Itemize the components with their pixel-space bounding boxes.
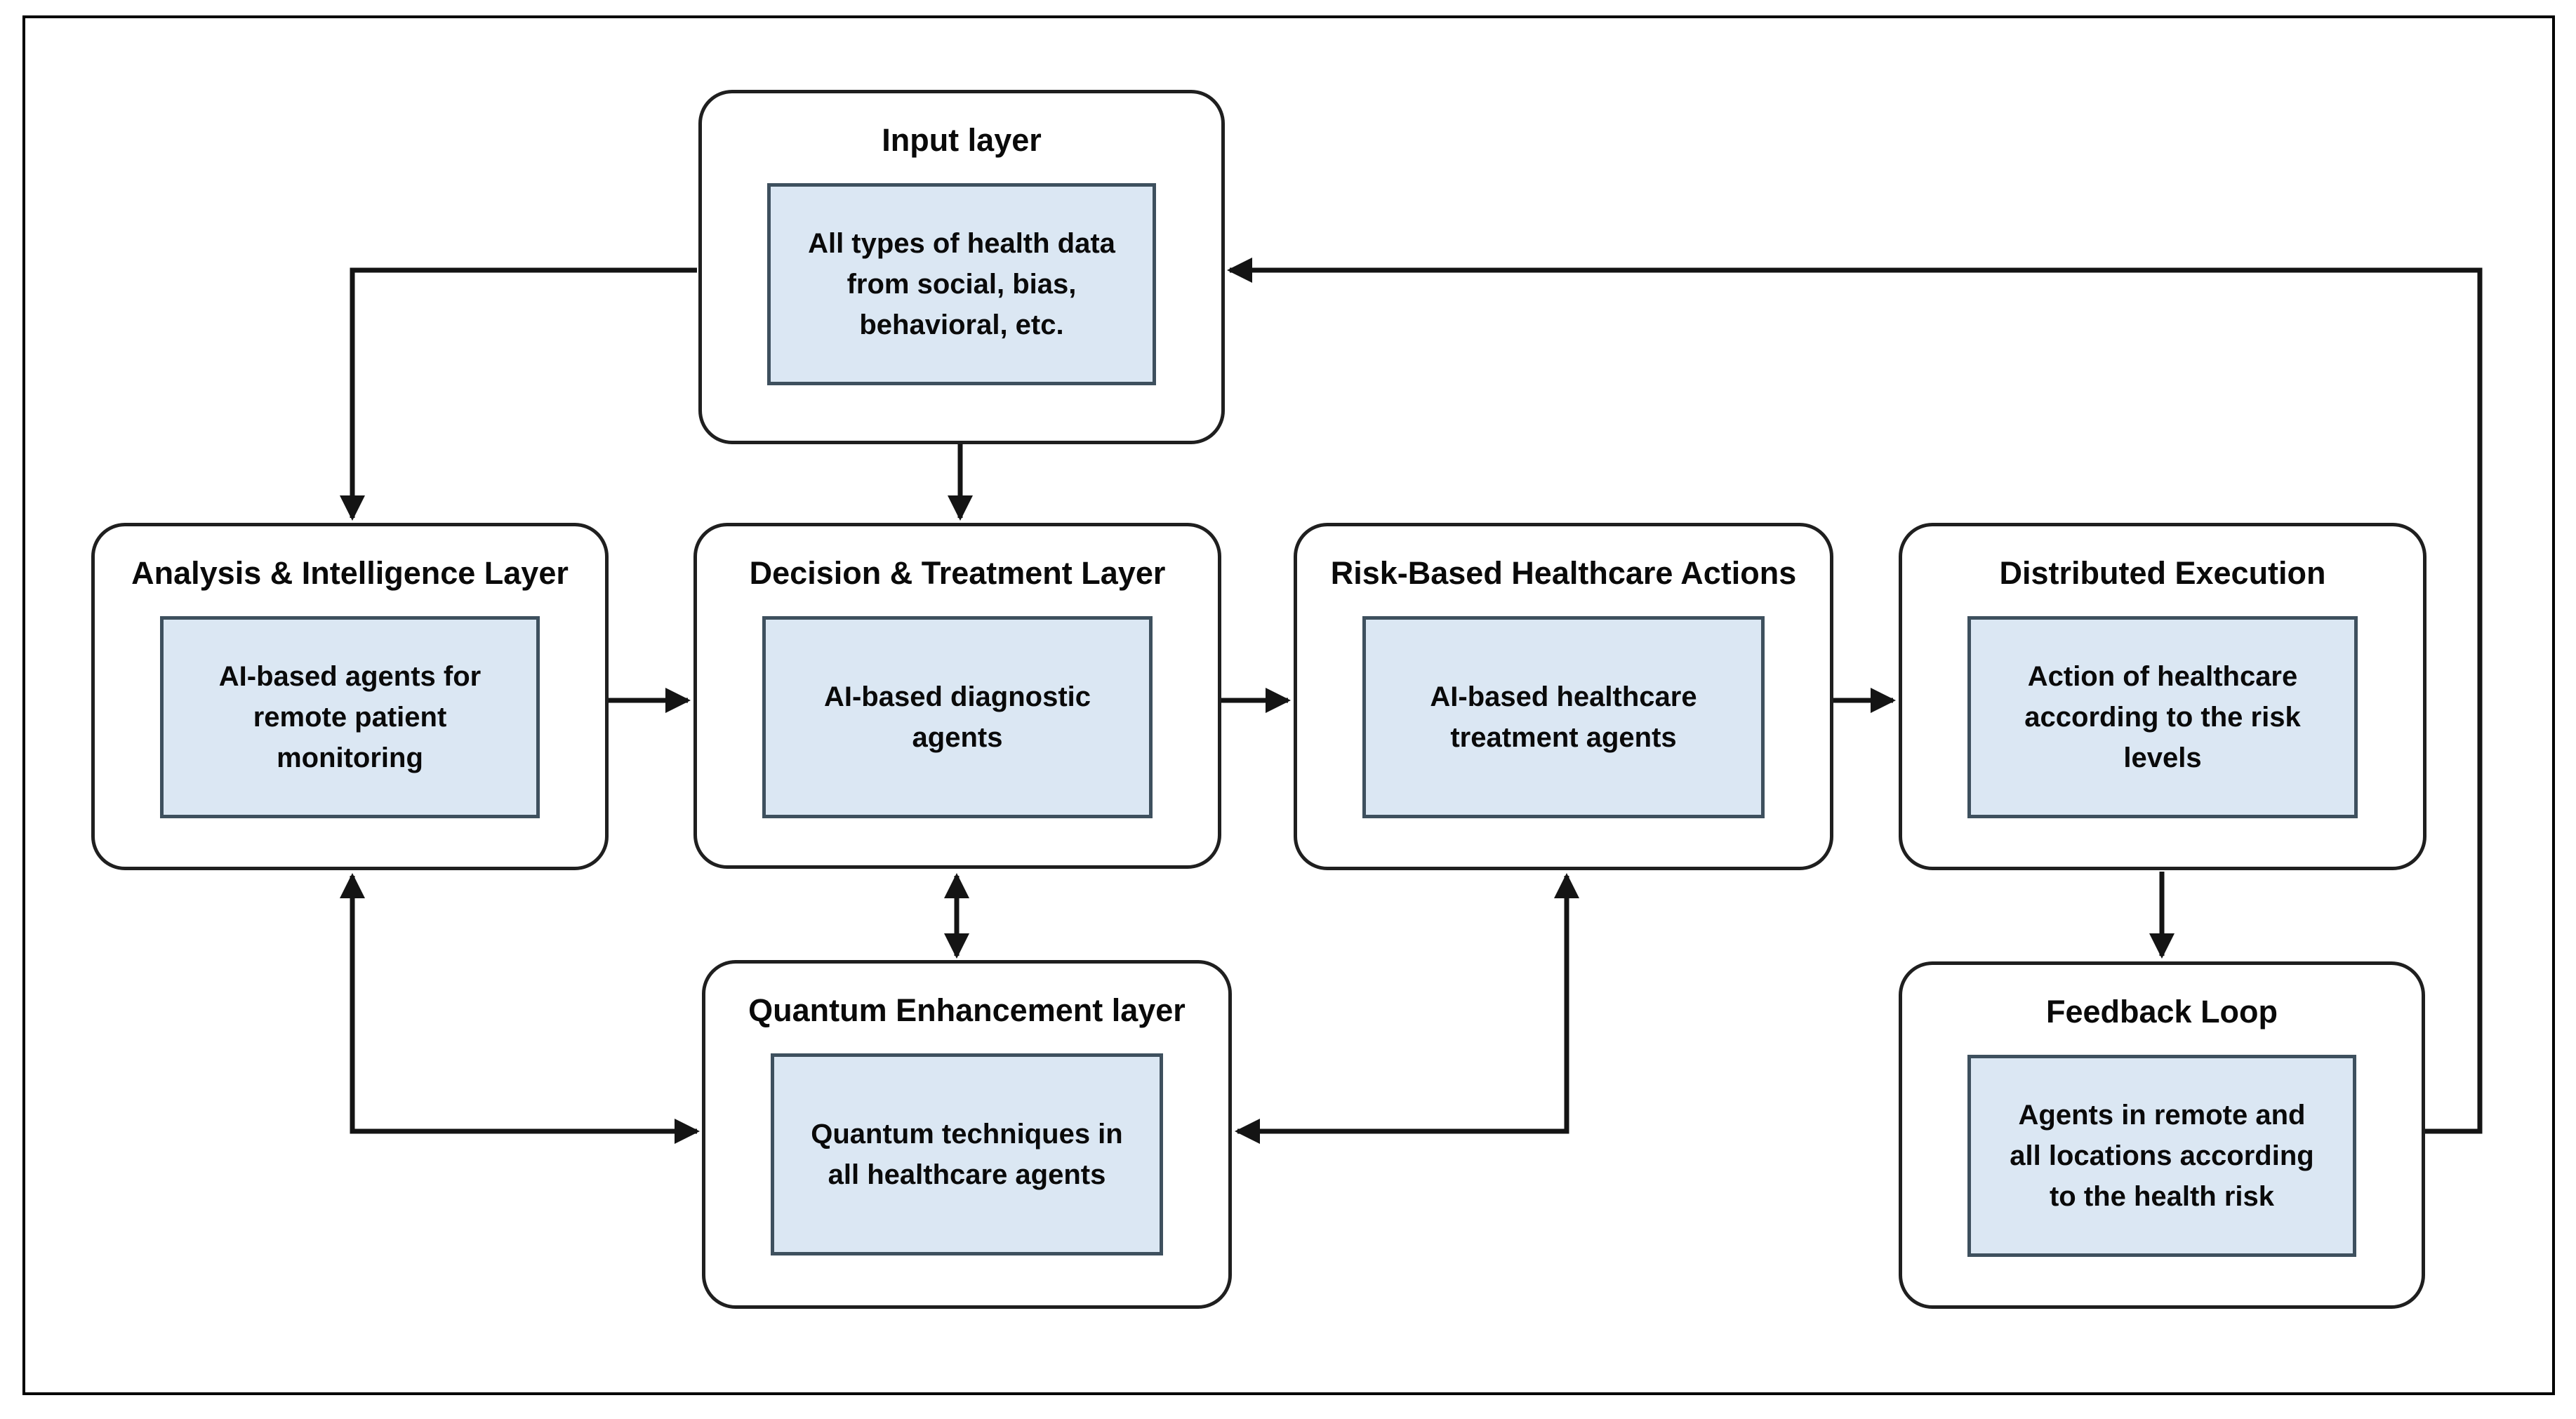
node-body: AI-based diagnostic agents [762,616,1153,818]
node-body: Quantum techniques in all healthcare age… [771,1053,1163,1255]
node-distributed-execution: Distributed Execution Action of healthca… [1899,523,2426,870]
node-body: Action of healthcare according to the ri… [1967,616,2358,818]
node-body: AI-based healthcare treatment agents [1362,616,1765,818]
node-title: Input layer [882,122,1042,158]
node-title: Quantum Enhancement layer [748,992,1186,1028]
node-body: AI-based agents for remote patient monit… [160,616,540,818]
node-risk-based-healthcare-actions: Risk-Based Healthcare Actions AI-based h… [1294,523,1833,870]
node-quantum-enhancement-layer: Quantum Enhancement layer Quantum techni… [702,960,1232,1309]
figure-border [22,15,2555,1395]
node-title: Feedback Loop [2045,994,2278,1030]
node-title: Analysis & Intelligence Layer [131,555,569,591]
node-title: Decision & Treatment Layer [749,555,1166,591]
node-feedback-loop: Feedback Loop Agents in remote and all l… [1899,961,2425,1309]
node-title: Risk-Based Healthcare Actions [1330,555,1797,591]
node-body: All types of health data from social, bi… [767,183,1156,385]
node-decision-treatment-layer: Decision & Treatment Layer AI-based diag… [693,523,1221,869]
node-body: Agents in remote and all locations accor… [1967,1055,2356,1257]
node-input-layer: Input layer All types of health data fro… [698,90,1225,444]
node-title: Distributed Execution [1999,555,2326,591]
node-analysis-intelligence-layer: Analysis & Intelligence Layer AI-based a… [91,523,609,870]
